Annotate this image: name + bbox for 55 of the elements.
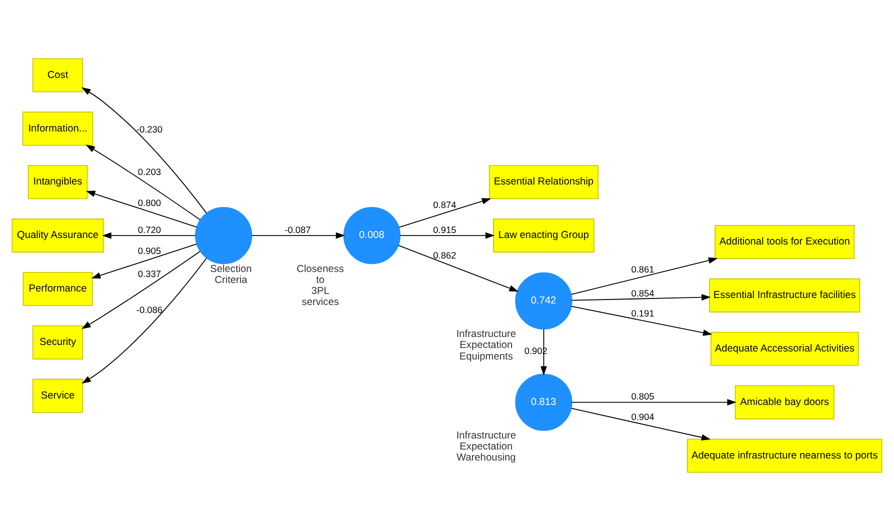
edge-label: 0.854	[631, 288, 654, 298]
arrow	[571, 294, 711, 301]
arrow	[398, 198, 492, 228]
arrow	[86, 190, 198, 228]
edge-label: 0.874	[433, 200, 456, 210]
node-box: Information...	[22, 112, 94, 146]
edge-label: 0.904	[631, 412, 654, 422]
arrow	[400, 232, 495, 239]
edge-label: 0.861	[631, 264, 654, 274]
edge-label: 0.800	[138, 198, 161, 208]
arrow	[91, 244, 198, 279]
node-circle: 0.008	[343, 207, 400, 264]
arrow	[540, 328, 547, 376]
arrow	[570, 408, 711, 441]
edge-label: 0.337	[138, 269, 161, 280]
node-box: Performance	[22, 272, 93, 306]
node-circle: 0.813	[515, 374, 572, 431]
edge-label: -0.230	[136, 124, 162, 134]
node-label: Infrastructure Expectation Equipments	[456, 329, 516, 362]
edge-label: 0.862	[433, 250, 456, 261]
arrow	[86, 144, 201, 220]
edge-label: 0.915	[433, 224, 456, 235]
arrow	[570, 257, 718, 295]
node-box: Law enacting Group	[493, 218, 594, 253]
arrow	[571, 399, 736, 406]
arrow	[102, 232, 196, 239]
arrow	[81, 87, 207, 214]
node-label: Selection Criteria	[210, 264, 252, 286]
node-box: Quality Assurance	[12, 218, 104, 253]
edge-label: -0.087	[284, 224, 311, 235]
node-box: Adequate Accessorial Activities	[710, 332, 859, 366]
node-box: Essential Relationship	[488, 165, 599, 200]
node-circle	[195, 207, 252, 264]
arrow	[398, 244, 518, 292]
edge-label: 0.805	[631, 392, 654, 402]
node-label: Closeness to 3PL services	[296, 264, 344, 308]
node-box: Service	[32, 378, 84, 413]
arrow	[251, 232, 346, 239]
arrow	[570, 306, 712, 336]
edge-label: 0.905	[138, 246, 161, 256]
node-box: Essential Infrastructure facilities	[709, 278, 860, 312]
edge-label: 0.191	[631, 308, 654, 319]
arrow	[82, 258, 207, 384]
node-circle: 0.742	[515, 272, 572, 330]
node-box: Intangibles	[28, 165, 88, 200]
node-box: Adequate infrastructure nearness to ports	[686, 438, 882, 473]
edge-label: -0.086	[136, 304, 162, 315]
node-box: Amicable bay doors	[734, 385, 834, 420]
node-box: Additional tools for Execution	[714, 224, 855, 260]
node-label: Infrastructure Expectation Warehousing	[456, 430, 516, 464]
edge-label: 0.203	[138, 166, 161, 177]
edge-label: 0.720	[138, 224, 161, 235]
node-box: Security	[32, 325, 84, 360]
arrow	[82, 250, 201, 330]
node-box: Cost	[32, 58, 84, 92]
